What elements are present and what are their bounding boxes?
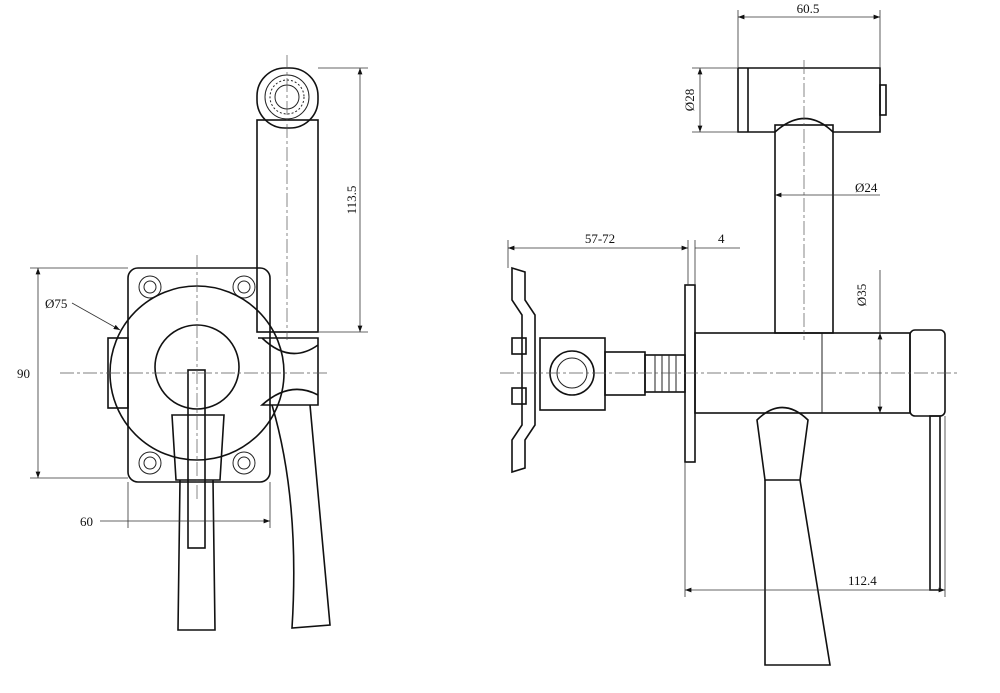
dim-projection: 112.4: [848, 573, 877, 588]
shower-hose: [271, 404, 331, 629]
dim-handle-diameter: Ø24: [855, 180, 878, 195]
wall-plate: [684, 284, 696, 463]
valve-stem: [604, 351, 646, 396]
dim-head-diameter: Ø28: [682, 89, 697, 111]
dim-height-plate: 90: [17, 366, 30, 381]
screw-holes: [138, 275, 256, 475]
dim-width-plate: 60: [80, 514, 93, 529]
lever: [929, 415, 941, 591]
lever-hose: [177, 479, 216, 631]
dim-height-shower: 113.5: [344, 186, 359, 215]
bracket-stud: [511, 387, 527, 405]
dim-shower-length: 60.5: [797, 1, 820, 16]
hose: [764, 479, 831, 666]
threaded-stem: [644, 354, 686, 393]
lever-handle: [187, 369, 206, 549]
hand-shower-head: [256, 67, 319, 129]
dim-plate-thickness: 4: [718, 231, 725, 246]
lever-base: [171, 414, 225, 481]
dim-wall-depth: 57-72: [585, 231, 615, 246]
shower-head-side: [737, 67, 881, 133]
bracket-stud: [511, 337, 527, 355]
front-view: 113.5 90 60 Ø75: [17, 55, 368, 631]
hose-connector: [756, 406, 809, 481]
dim-body-diameter: Ø35: [854, 284, 869, 306]
holder-bracket: [258, 337, 319, 406]
hand-shower-body: [256, 119, 319, 333]
dim-diameter-escutcheon: Ø75: [45, 296, 67, 311]
mounting-bracket: [511, 266, 536, 474]
side-view: 60.5 Ø28 Ø24 57-72 4 Ø35 112.4: [500, 1, 960, 666]
